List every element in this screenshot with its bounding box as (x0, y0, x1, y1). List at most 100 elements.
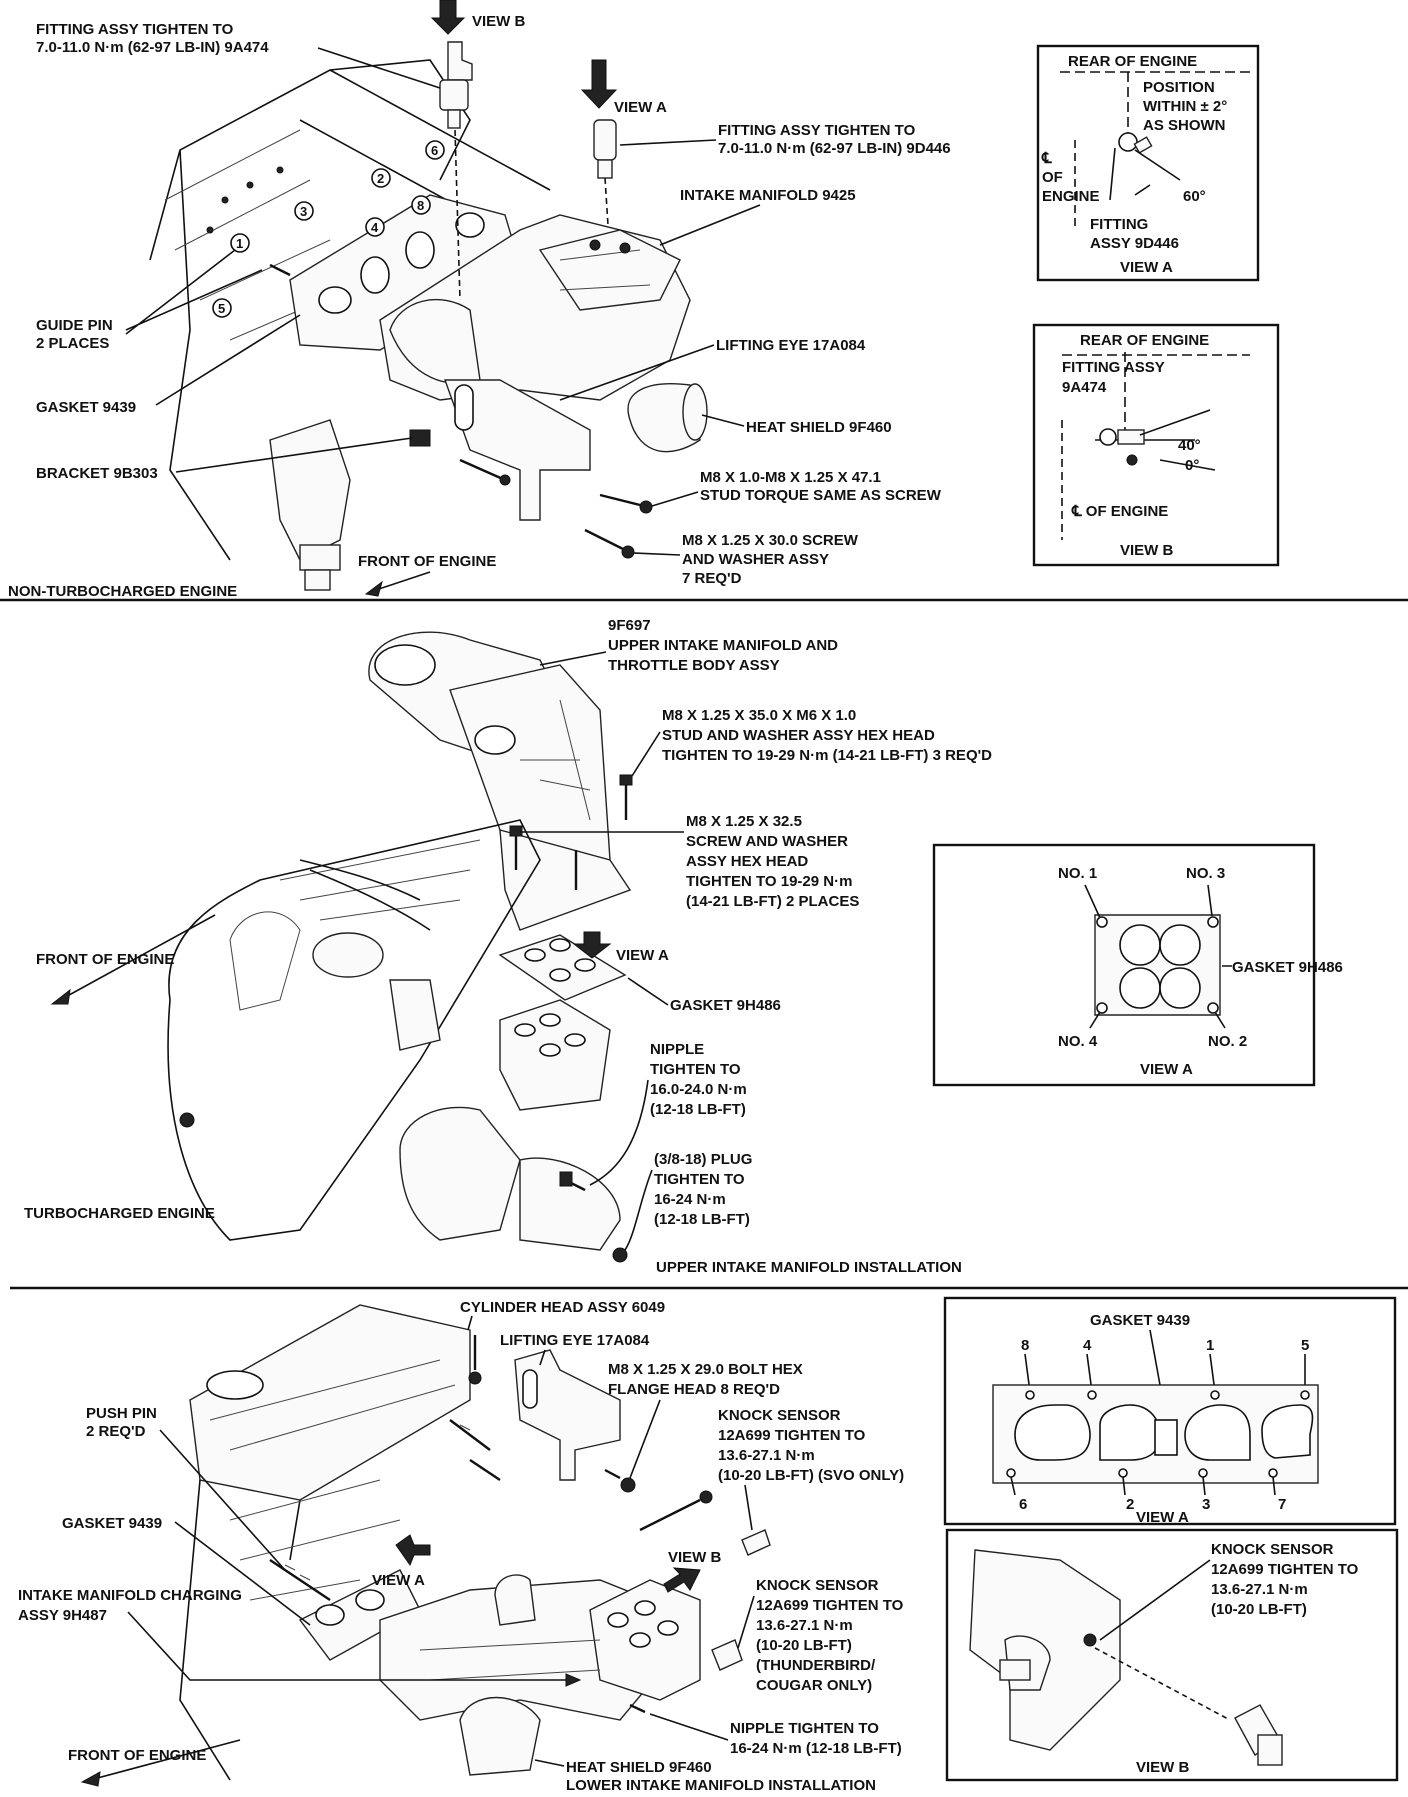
bolt-number-4: 4 (371, 220, 379, 235)
svg-text:FITTING ASSY: FITTING ASSY (1062, 359, 1165, 376)
svg-text:6: 6 (1019, 1496, 1027, 1513)
svg-text:NO. 3: NO. 3 (1186, 865, 1225, 882)
svg-text:NO. 1: NO. 1 (1058, 865, 1097, 882)
svg-text:HEAT SHIELD 9F460: HEAT SHIELD 9F460 (746, 419, 892, 436)
svg-text:60°: 60° (1183, 188, 1206, 205)
label-push-pin: PUSH PIN 2 REQ'D (86, 1405, 286, 1571)
svg-text:ASSY HEX HEAD: ASSY HEX HEAD (686, 853, 808, 870)
lifting-eye-lower-part (514, 1349, 621, 1481)
label-bolt-29: M8 X 1.25 X 29.0 BOLT HEX FLANGE HEAD 8 … (608, 1361, 803, 1479)
bolt-number-5: 5 (218, 301, 225, 316)
svg-text:4: 4 (1083, 1337, 1092, 1354)
svg-text:16.0-24.0 N·m: 16.0-24.0 N·m (650, 1081, 747, 1098)
svg-text:7.0-11.0 N·m (62-97 LB-IN) 9A4: 7.0-11.0 N·m (62-97 LB-IN) 9A474 (36, 39, 269, 56)
svg-text:LIFTING EYE 17A084: LIFTING EYE 17A084 (500, 1332, 650, 1349)
label-gasket-9h486: GASKET 9H486 (627, 977, 781, 1014)
push-pins (269, 1419, 491, 1601)
caption-lower-intake: LOWER INTAKE MANIFOLD INSTALLATION (566, 1777, 876, 1792)
svg-text:KNOCK SENSOR: KNOCK SENSOR (1211, 1541, 1334, 1558)
label-charging-assy: INTAKE MANIFOLD CHARGING ASSY 9H487 (18, 1587, 582, 1687)
gasket-9439-part (289, 194, 521, 351)
label-heat-shield: HEAT SHIELD 9F460 (701, 414, 892, 436)
svg-text:3: 3 (1202, 1496, 1210, 1513)
svg-text:KNOCK SENSOR: KNOCK SENSOR (718, 1407, 841, 1424)
svg-text:ENGINE: ENGINE (1042, 188, 1100, 205)
view-b-arrow-s3: VIEW B (663, 1549, 722, 1593)
caption-upper-intake: UPPER INTAKE MANIFOLD INSTALLATION (656, 1259, 962, 1276)
section-lower-intake: VIEW A VIEW B CYLINDER HEAD ASSY 6049 LI… (18, 1296, 1399, 1794)
svg-text:TIGHTEN TO 19-29 N·m (14-21 LB: TIGHTEN TO 19-29 N·m (14-21 LB-FT) 3 REQ… (662, 747, 992, 764)
label-screw-30: M8 X 1.25 X 30.0 SCREW AND WASHER ASSY 7… (633, 532, 859, 587)
svg-text:NIPPLE: NIPPLE (650, 1041, 704, 1058)
label-bracket-9b303: BRACKET 9B303 (36, 437, 413, 482)
svg-text:13.6-27.1 N·m: 13.6-27.1 N·m (718, 1447, 815, 1464)
svg-text:7: 7 (1278, 1496, 1286, 1513)
fitting-9a474-part (439, 41, 473, 301)
svg-text:TIGHTEN TO 19-29 N·m: TIGHTEN TO 19-29 N·m (686, 873, 852, 890)
svg-text:VIEW A: VIEW A (1136, 1509, 1189, 1526)
svg-text:2 REQ'D: 2 REQ'D (86, 1423, 146, 1440)
svg-text:VIEW A: VIEW A (1140, 1061, 1193, 1078)
view-a-arrow-s1: VIEW A (580, 59, 667, 116)
svg-text:FLANGE HEAD 8 REQ'D: FLANGE HEAD 8 REQ'D (608, 1381, 780, 1398)
nipple-plug-parts (559, 1171, 628, 1263)
svg-text:℄: ℄ (1041, 150, 1052, 167)
svg-text:VIEW B: VIEW B (1120, 542, 1174, 559)
lower-bolts-sensors (468, 1335, 771, 1714)
label-nipple: NIPPLE TIGHTEN TO 16.0-24.0 N·m (12-18 L… (589, 1041, 747, 1186)
label-fitting-9d446: FITTING ASSY TIGHTEN TO 7.0-11.0 N·m (62… (619, 122, 951, 157)
svg-text:M8 X 1.25 X 35.0 X M6 X 1.0: M8 X 1.25 X 35.0 X M6 X 1.0 (662, 707, 856, 724)
svg-text:VIEW A: VIEW A (616, 947, 669, 964)
svg-text:℄ OF ENGINE: ℄ OF ENGINE (1071, 503, 1168, 520)
svg-text:VIEW A: VIEW A (1120, 259, 1173, 276)
bolt-number-3: 3 (300, 204, 307, 219)
svg-text:16-24 N·m: 16-24 N·m (654, 1191, 726, 1208)
svg-text:NO. 2: NO. 2 (1208, 1033, 1247, 1050)
view-a-arrow-s2: VIEW A (572, 931, 669, 964)
svg-text:INTAKE MANIFOLD CHARGING: INTAKE MANIFOLD CHARGING (18, 1587, 242, 1604)
svg-text:VIEW B: VIEW B (1136, 1759, 1190, 1776)
turbo-engine-block (167, 819, 621, 1251)
svg-text:7.0-11.0 N·m (62-97 LB-IN) 9D4: 7.0-11.0 N·m (62-97 LB-IN) 9D446 (718, 140, 951, 157)
svg-text:12A699 TIGHTEN TO: 12A699 TIGHTEN TO (1211, 1561, 1359, 1578)
svg-text:AND WASHER ASSY: AND WASHER ASSY (682, 551, 829, 568)
manifold-bolts (269, 263, 653, 559)
svg-text:(14-21 LB-FT) 2 PLACES: (14-21 LB-FT) 2 PLACES (686, 893, 859, 910)
svg-text:GASKET 9439: GASKET 9439 (36, 399, 136, 416)
svg-text:1: 1 (1206, 1337, 1214, 1354)
svg-text:5: 5 (1301, 1337, 1309, 1354)
svg-text:(10-20 LB-FT): (10-20 LB-FT) (1211, 1601, 1307, 1618)
front-of-engine-s3: FRONT OF ENGINE (68, 1739, 241, 1787)
label-lifting-eye-lower: LIFTING EYE 17A084 (500, 1332, 650, 1366)
view-a-box-s1: REAR OF ENGINE POSITION WITHIN ± 2° AS S… (1036, 44, 1260, 282)
view-a-arrow-label: VIEW A (614, 99, 667, 116)
svg-text:GASKET 9H486: GASKET 9H486 (670, 997, 781, 1014)
svg-text:16-24 N·m (12-18 LB-FT): 16-24 N·m (12-18 LB-FT) (730, 1740, 902, 1757)
label-gasket-9439: GASKET 9439 (36, 314, 301, 416)
svg-text:STUD TORQUE SAME AS SCREW: STUD TORQUE SAME AS SCREW (700, 487, 942, 504)
svg-text:KNOCK SENSOR: KNOCK SENSOR (756, 1577, 879, 1594)
front-of-engine-s1: FRONT OF ENGINE (358, 553, 496, 597)
view-a-box-s2: NO. 1 NO. 3 GASKET 9H486 NO. 4 NO. 2 VIE… (932, 843, 1343, 1087)
svg-text:13.6-27.1 N·m: 13.6-27.1 N·m (756, 1617, 853, 1634)
label-fitting-9a474: FITTING ASSY TIGHTEN TO 7.0-11.0 N·m (62… (36, 21, 441, 89)
intake-manifold-9425-part (379, 214, 691, 401)
svg-text:8: 8 (1021, 1337, 1029, 1354)
bolt-number-2: 2 (377, 171, 384, 186)
svg-text:SCREW AND WASHER: SCREW AND WASHER (686, 833, 848, 850)
label-plug: (3/8-18) PLUG TIGHTEN TO 16-24 N·m (12-1… (624, 1151, 752, 1251)
svg-text:FITTING ASSY TIGHTEN TO: FITTING ASSY TIGHTEN TO (36, 21, 234, 38)
svg-text:VIEW A: VIEW A (372, 1572, 425, 1589)
heat-shield-9f460-part (627, 383, 708, 453)
svg-text:OF: OF (1042, 169, 1063, 186)
svg-text:ASSY 9H487: ASSY 9H487 (18, 1607, 107, 1624)
svg-text:2: 2 (1126, 1496, 1134, 1513)
svg-text:9F697: 9F697 (608, 617, 651, 634)
label-heat-shield-lower: HEAT SHIELD 9F460 (534, 1759, 712, 1776)
svg-text:VIEW B: VIEW B (668, 1549, 722, 1566)
svg-text:2 PLACES: 2 PLACES (36, 335, 109, 352)
svg-text:GASKET 9439: GASKET 9439 (1090, 1312, 1190, 1329)
svg-text:BRACKET 9B303: BRACKET 9B303 (36, 465, 158, 482)
svg-text:ASSY 9D446: ASSY 9D446 (1090, 235, 1179, 252)
